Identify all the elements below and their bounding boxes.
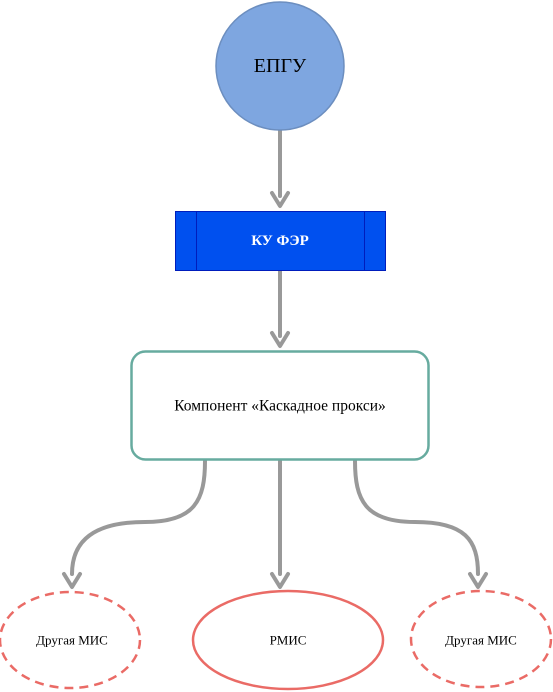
epgu-label: ЕПГУ [254,55,307,77]
arrowhead-proxy [270,331,290,348]
other-mis-right-label: Другая МИС [445,633,517,648]
other-mis-right-ellipse [409,589,553,689]
arrowhead-other-mis-left [62,572,82,589]
rmis-ellipse [191,589,385,691]
cascade-proxy-box [130,350,430,461]
arrowhead-other-mis-right [468,572,488,589]
cascade-proxy-label: Компонент «Каскадное прокси» [174,398,386,415]
ku-fer-label: КУ ФЭР [251,233,309,249]
edge-proxy-to-other-mis-right [353,459,480,576]
node-other-mis-right[interactable]: Другая МИС [409,589,553,689]
node-cascade-proxy[interactable]: Компонент «Каскадное прокси» [130,350,430,461]
arrowhead-ku-fer [270,191,290,208]
node-ku-fer[interactable]: КУ ФЭР [175,211,386,271]
node-rmis[interactable]: РМИС [191,589,385,691]
node-other-mis-left[interactable]: Другая МИС [0,590,142,690]
arrowhead-rmis [270,572,290,589]
node-epgu[interactable]: ЕПГУ [215,1,345,131]
arrowheads [62,191,488,589]
rmis-label: РМИС [270,633,307,648]
ku-fer-box [175,211,386,271]
other-mis-left-ellipse [0,590,142,690]
edge-proxy-to-other-mis-left [70,459,207,576]
epgu-circle [215,1,345,131]
edges [70,128,480,576]
other-mis-left-label: Другая МИС [36,633,108,648]
